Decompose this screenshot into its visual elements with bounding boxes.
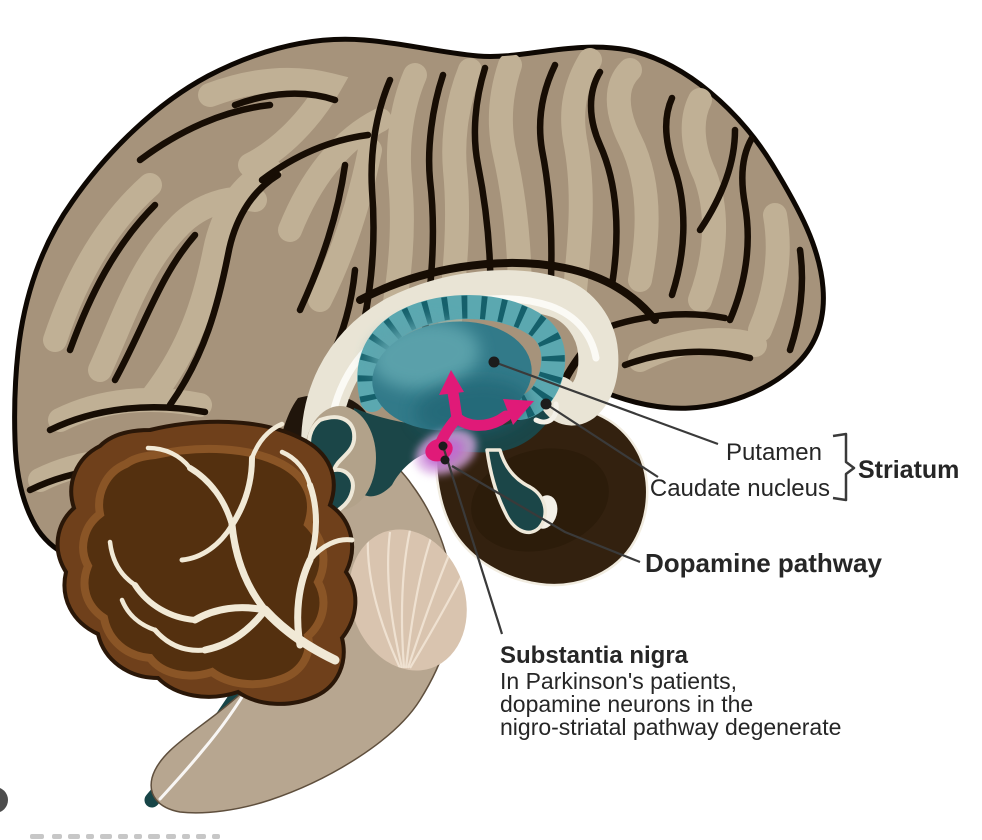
substantia-nigra-note-line2: dopamine neurons in the xyxy=(500,691,753,717)
arrowhead-up-icon xyxy=(439,370,464,395)
arrowhead-right-icon xyxy=(503,399,534,425)
substantia-nigra-label: Substantia nigra xyxy=(500,642,689,669)
pons-fiber-streaks xyxy=(366,529,466,669)
caudate-dot xyxy=(540,398,552,410)
substantia-nigra-dot-lower xyxy=(440,455,450,465)
putamen-label: Putamen xyxy=(726,439,822,466)
putamen-callout-line xyxy=(493,360,719,446)
corpus-callosum xyxy=(301,270,619,482)
substantia-nigra-note-line1: In Parkinson's patients, xyxy=(500,668,737,694)
putamen-highlight xyxy=(370,320,480,390)
splenium-curl xyxy=(533,401,559,425)
dopamine-callout-line xyxy=(451,465,641,564)
arbor-vitae xyxy=(107,421,355,665)
caudate-nucleus-label: Caudate nucleus xyxy=(650,475,830,502)
striatum-label: Striatum xyxy=(858,456,959,484)
caudate-striations xyxy=(357,295,565,420)
striatum-bracket xyxy=(832,432,856,502)
substantia-nigra-callout-line xyxy=(441,445,504,635)
cropped-caption-fragment xyxy=(30,834,220,839)
callout-lines xyxy=(441,360,719,635)
putamen-dot xyxy=(488,356,500,368)
substantia-nigra-note-line3: nigro-striatal pathway degenerate xyxy=(500,714,841,740)
cropped-parenthesis-fragment xyxy=(0,788,8,812)
dopamine-pathway-arrow xyxy=(425,370,534,462)
dopamine-pathway-label: Dopamine pathway xyxy=(645,548,882,578)
substantia-nigra-dot-upper xyxy=(438,441,448,451)
caudate-callout-line xyxy=(545,403,659,478)
callout-dots xyxy=(438,356,552,465)
